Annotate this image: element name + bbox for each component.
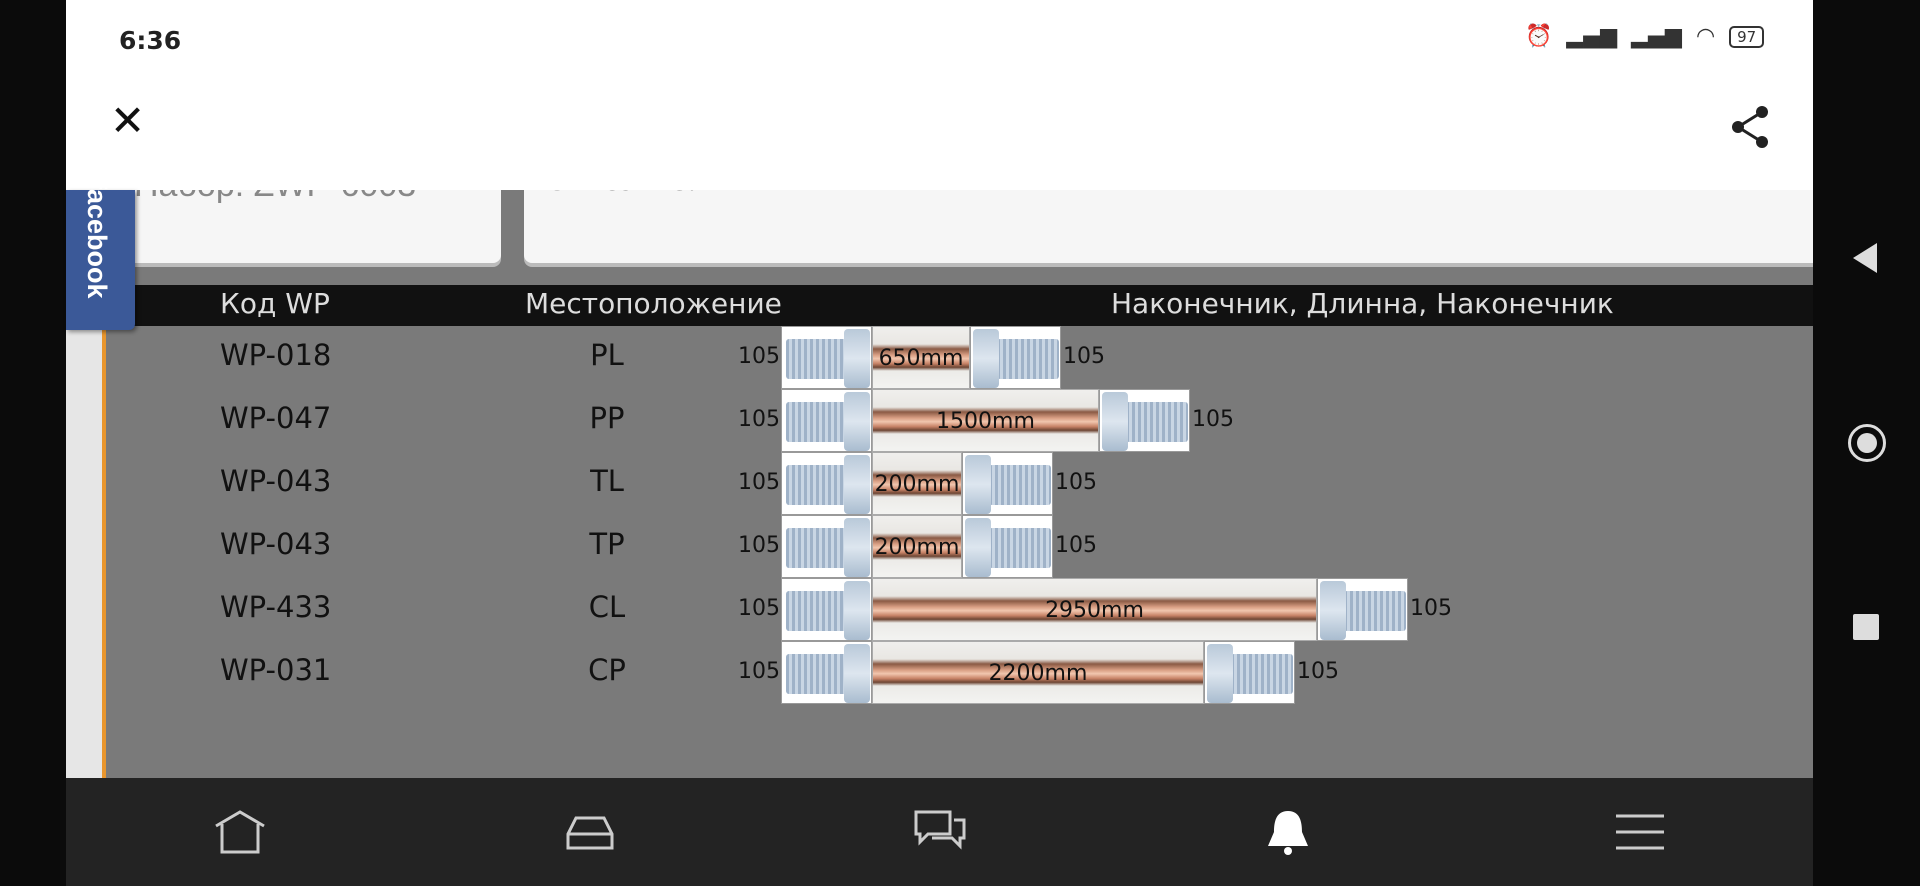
wp-code: WP-031 xyxy=(220,653,332,687)
right-end-value: 105 xyxy=(1063,344,1105,369)
set-field[interactable]: Набор: ZWP-6003 xyxy=(104,190,501,263)
accent-line xyxy=(102,326,106,778)
pipe-length: 200mm xyxy=(872,515,962,578)
pipe-length: 2200mm xyxy=(872,641,1204,704)
recents-icon[interactable] xyxy=(1853,614,1879,640)
right-end-value: 105 xyxy=(1055,470,1097,495)
menu-icon[interactable] xyxy=(1612,808,1668,856)
location: CL xyxy=(588,590,626,624)
back-icon[interactable] xyxy=(1853,243,1877,273)
right-end-value: 105 xyxy=(1297,659,1339,684)
pipe-length: 2950mm xyxy=(872,578,1317,641)
table-row: WP-047 PP 105 1500mm 105 xyxy=(66,389,1813,452)
fitting-image-left xyxy=(781,578,872,641)
wp-code: WP-043 xyxy=(220,527,332,561)
left-edge xyxy=(0,0,66,886)
fitting-image-right xyxy=(962,515,1053,578)
bottom-nav xyxy=(66,778,1813,886)
fitting-image-right xyxy=(1099,389,1190,452)
facebook-label[interactable]: facebook xyxy=(82,180,112,299)
table-row: WP-433 CL 105 2950mm 105 xyxy=(66,578,1813,641)
top-bar xyxy=(66,0,1813,190)
left-end-value: 105 xyxy=(738,407,780,432)
status-icons: ⏰ ▂▄▆ ▂▄▆ ◠ 97 xyxy=(1525,24,1765,49)
wp-code: WP-047 xyxy=(220,401,332,435)
alarm-icon: ⏰ xyxy=(1525,24,1553,49)
home-circle-icon[interactable] xyxy=(1848,424,1886,462)
location: TP xyxy=(589,527,625,561)
fitting-image-right xyxy=(1317,578,1408,641)
close-icon[interactable]: ✕ xyxy=(110,96,146,145)
home-icon[interactable] xyxy=(212,808,268,856)
table-row: WP-018 PL 105 650mm 105 xyxy=(66,326,1813,389)
header-fittings: Наконечник, Длинна, Наконечник xyxy=(1111,287,1614,320)
share-icon[interactable] xyxy=(1730,105,1770,149)
bell-icon[interactable] xyxy=(1260,808,1316,856)
location: PL xyxy=(590,338,624,372)
header-location: Местоположение xyxy=(525,287,782,320)
wifi-icon: ◠ xyxy=(1695,24,1716,49)
table-row: WP-043 TP 105 200mm 105 xyxy=(66,515,1813,578)
location: PP xyxy=(589,401,625,435)
fitting-image-right xyxy=(1204,641,1295,704)
fitting-image-right xyxy=(962,452,1053,515)
fitting-image-right xyxy=(970,326,1061,389)
fitting-image-left xyxy=(781,515,872,578)
chat-icon[interactable] xyxy=(912,808,968,856)
table-row: WP-043 TL 105 200mm 105 xyxy=(66,452,1813,515)
wp-code: WP-043 xyxy=(220,464,332,498)
header-code: Код WP xyxy=(220,287,330,320)
table-header: Код WP Местоположение Наконечник, Длинна… xyxy=(106,285,1813,326)
right-end-value: 105 xyxy=(1055,533,1097,558)
fitting-image-left xyxy=(781,389,872,452)
location: CP xyxy=(588,653,626,687)
pipe-length: 1500mm xyxy=(872,389,1099,452)
left-end-value: 105 xyxy=(738,470,780,495)
car-icon[interactable] xyxy=(562,808,618,856)
left-end-value: 105 xyxy=(738,533,780,558)
wp-code: WP-433 xyxy=(220,590,332,624)
wp-code: WP-018 xyxy=(220,338,332,372)
description-field[interactable]: Описание: xyxy=(524,190,1813,263)
pipe-length: 650mm xyxy=(872,326,970,389)
right-end-value: 105 xyxy=(1192,407,1234,432)
status-time: 6:36 xyxy=(119,26,182,55)
location: TL xyxy=(590,464,624,498)
fitting-image-left xyxy=(781,326,872,389)
fitting-image-left xyxy=(781,641,872,704)
system-nav-bar xyxy=(1813,0,1920,886)
table-row: WP-031 CP 105 2200mm 105 xyxy=(66,641,1813,704)
signal-icon: ▂▄▆ xyxy=(1566,24,1618,49)
left-end-value: 105 xyxy=(738,344,780,369)
signal-icon-2: ▂▄▆ xyxy=(1631,24,1682,49)
left-end-value: 105 xyxy=(738,659,780,684)
right-end-value: 105 xyxy=(1410,596,1452,621)
facebook-tab[interactable] xyxy=(66,190,135,330)
fitting-image-left xyxy=(781,452,872,515)
content-area: Набор: ZWP-6003 Описание: Код WP Местопо… xyxy=(66,190,1813,778)
pipe-length: 200mm xyxy=(872,452,962,515)
left-end-value: 105 xyxy=(738,596,780,621)
battery-icon: 97 xyxy=(1729,25,1765,48)
